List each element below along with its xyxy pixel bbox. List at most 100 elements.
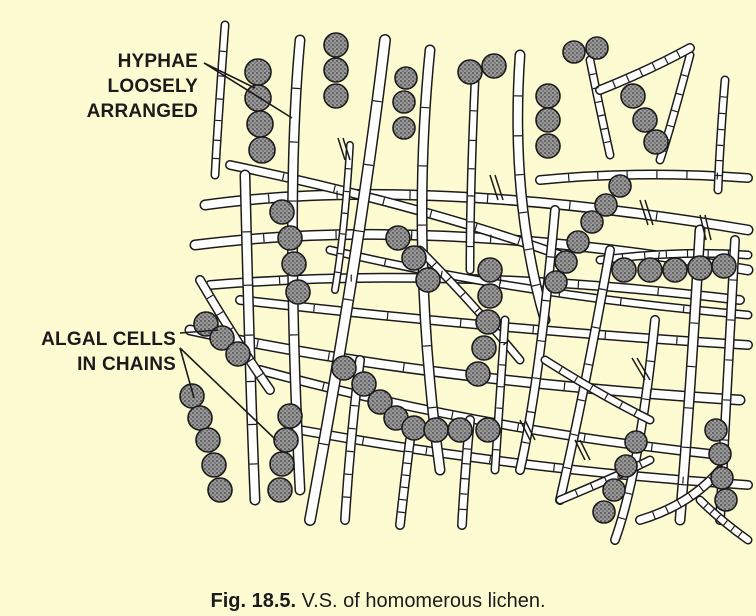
hypha-septum (428, 407, 436, 408)
figure-caption: Fig. 18.5. V.S. of homomerous lichen. (0, 590, 756, 613)
algal-cell (638, 258, 662, 282)
algal-cell (274, 428, 298, 452)
algal-cell (593, 501, 615, 523)
hypha-septum (399, 499, 406, 500)
algal-cell (245, 59, 271, 85)
algal-cell (324, 58, 348, 82)
hypha-septum (543, 300, 550, 301)
hypha-fragment (575, 440, 585, 460)
algal-cell (581, 211, 603, 233)
algal-cell (563, 41, 585, 63)
algal-cell (196, 428, 220, 452)
hypha-septum (620, 299, 621, 305)
hypha-septum (338, 253, 343, 254)
algal-cell (476, 418, 500, 442)
algal-cell (612, 258, 636, 282)
algal-cell (395, 67, 417, 89)
algal-cell (688, 256, 712, 280)
algal-cell (476, 310, 500, 334)
algal-cell (188, 406, 212, 430)
algal-cell (621, 84, 645, 108)
hypha-septum (401, 487, 408, 488)
hypha-septum (687, 366, 695, 367)
algal-cell (536, 108, 560, 132)
algal-cell (402, 416, 426, 440)
hypha-septum (490, 234, 491, 242)
hypha-septum (463, 463, 470, 464)
hypha-septum (402, 475, 409, 476)
algal-cell (663, 258, 687, 282)
algal-cell (324, 33, 348, 57)
hypha-septum (564, 382, 565, 390)
algal-cell (633, 108, 657, 132)
hypha-septum (547, 257, 554, 258)
algal-cell (226, 342, 250, 366)
algal-cell (332, 356, 356, 380)
hypha-septum (658, 288, 659, 295)
algal-cell (286, 280, 310, 304)
hypha-septum (569, 202, 570, 210)
hypha-septum (690, 323, 698, 324)
hyphae-label: HYPHAE LOOSELY ARRANGED (20, 49, 198, 124)
algal-cell (715, 489, 737, 511)
algal-cell (386, 226, 410, 250)
algal-cell (249, 137, 275, 163)
hypha-septum (268, 194, 269, 202)
algal-cell (609, 175, 631, 197)
hypha-septum (349, 428, 356, 429)
hypha-septum (398, 512, 405, 513)
algal-cell (482, 54, 506, 78)
hypha-septum (650, 390, 651, 398)
hypha-septum (683, 477, 684, 484)
algal-cell (247, 111, 273, 137)
hypha-septum (421, 107, 429, 108)
hypha-septum (683, 306, 684, 312)
algal-cell (615, 455, 637, 477)
hyphae-label-line-3: ARRANGED (20, 99, 198, 124)
algal-cell (478, 284, 502, 308)
hypha-septum (351, 405, 358, 406)
hypha-septum (464, 449, 471, 450)
hypha-septum (533, 326, 534, 333)
algal-cell (424, 418, 448, 442)
hypha-septum (516, 174, 524, 175)
algal-cell (282, 252, 306, 276)
figure-number: Fig. 18.5. (211, 590, 297, 612)
algal-cell (208, 478, 232, 502)
algal-cell (567, 231, 589, 253)
hypha-septum (423, 346, 431, 347)
hypha-septum (605, 332, 606, 339)
algal-cell (478, 258, 502, 282)
hypha-septum (461, 479, 468, 480)
algal-cell (202, 453, 226, 477)
algal-label-line-2: IN CHAINS (4, 352, 176, 377)
hypha-septum (647, 361, 654, 362)
algal-cell (705, 419, 727, 441)
figure-caption-text: V.S. of homomerous lichen. (302, 590, 546, 612)
algal-cell (712, 254, 736, 278)
algal-cell (245, 85, 271, 111)
algal-cell (472, 336, 496, 360)
algal-cell (536, 84, 560, 108)
hypha-septum (314, 305, 315, 312)
algal-cell (709, 443, 731, 465)
algal-cell (393, 117, 415, 139)
hypha-septum (264, 234, 265, 242)
algal-cell (180, 384, 204, 408)
hypha-septum (335, 272, 340, 273)
algal-cell (448, 418, 472, 442)
algal-cell (466, 362, 490, 386)
algal-cell (324, 84, 348, 108)
algal-cell (586, 37, 608, 59)
algal-cell (555, 251, 577, 273)
hyphae-label-line-1: HYPHAE (20, 49, 198, 74)
algal-cell (416, 268, 440, 292)
algal-label-line-1: ALGAL CELLS (4, 327, 176, 352)
algal-cell (536, 134, 560, 158)
algal-cell (268, 478, 292, 502)
hypha-septum (568, 174, 569, 181)
hypha-septum (405, 451, 412, 452)
algal-cell (711, 467, 733, 489)
algal-cell (603, 479, 625, 501)
